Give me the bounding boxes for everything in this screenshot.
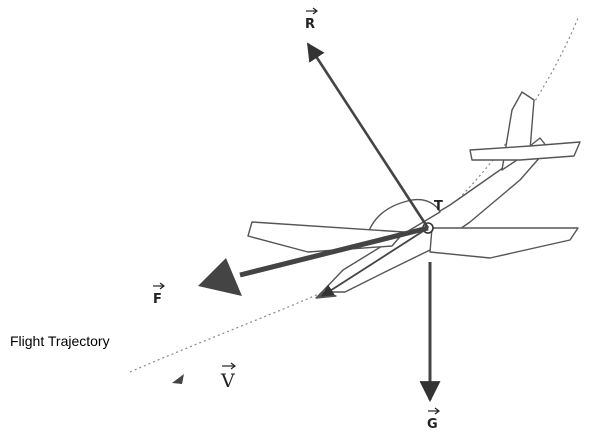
thrust-point-label: T: [434, 199, 443, 214]
drag-vector-letter: F: [153, 292, 162, 307]
aircraft: [247, 91, 581, 299]
weight-vector-label: G: [427, 407, 440, 432]
lift-vector-letter: R: [305, 17, 315, 32]
lift-vector-label: R: [305, 7, 318, 32]
drag-vector-shaft: [239, 225, 429, 278]
velocity-vector-arrow: [320, 227, 429, 297]
horizontal-stabilizer: [469, 141, 581, 161]
velocity-vector-letter: V: [220, 370, 235, 392]
velocity-direction-marker: [172, 374, 184, 384]
trajectory-label: Flight Trajectory: [10, 333, 110, 349]
weight-vector-letter: G: [427, 417, 438, 432]
lift-vector-arrow: [306, 42, 430, 229]
canopy: [365, 198, 441, 241]
right-wing: [429, 227, 579, 259]
drag-vector-arrowhead: [198, 258, 242, 296]
velocity-vector-label: V: [220, 362, 236, 392]
drag-vector-label: F: [153, 282, 165, 307]
flight-trajectory-curve: [129, 17, 579, 373]
